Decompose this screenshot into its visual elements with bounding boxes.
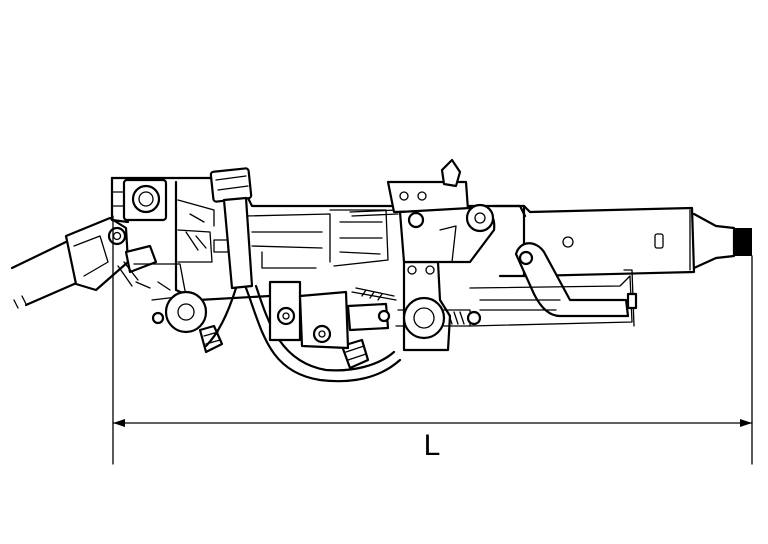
intermediate-shaft bbox=[10, 216, 158, 309]
tilt-bracket bbox=[386, 158, 496, 264]
upper-mounting-block bbox=[111, 178, 168, 222]
telescopic-motor bbox=[268, 280, 397, 350]
column-bracket bbox=[110, 176, 527, 302]
tilt-motor bbox=[151, 290, 224, 354]
clamp-bracket bbox=[395, 260, 482, 352]
dimension-label: L bbox=[424, 429, 441, 462]
dimension-arrow-left bbox=[113, 419, 125, 427]
release-lever bbox=[469, 242, 638, 327]
dimension-l: L bbox=[112, 215, 753, 465]
tilt-lever bbox=[209, 167, 254, 290]
steering-shaft-end bbox=[692, 212, 752, 270]
dimension-arrow-right bbox=[740, 419, 752, 427]
